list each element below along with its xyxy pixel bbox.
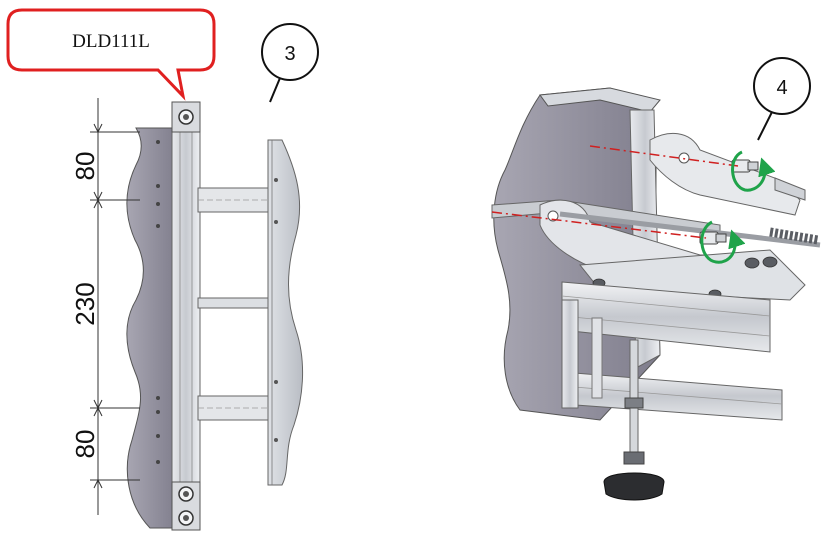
right-plate	[267, 139, 303, 486]
rotate-clockwise-icon	[731, 150, 776, 192]
left-panel	[126, 127, 179, 529]
middle-rod	[197, 297, 273, 309]
bolt-upper	[731, 159, 759, 173]
left-front-view	[126, 101, 303, 531]
model-callout-label: DLD111L	[72, 31, 150, 52]
step-4-number: 4	[776, 77, 787, 99]
dimension-label-top: 80	[70, 152, 100, 181]
bolt-lower	[699, 231, 727, 245]
step-3-number: 3	[284, 43, 295, 65]
right-perspective-view	[491, 87, 821, 501]
left-rail	[171, 101, 201, 531]
model-callout: DLD111L	[6, 8, 216, 101]
step-4-marker: 4	[753, 57, 811, 141]
dimension-label-middle: 230	[70, 282, 100, 325]
axis-line-lower	[491, 211, 707, 239]
step-3-marker: 3	[261, 23, 319, 103]
upper-arm-bracket	[649, 132, 801, 216]
rotate-clockwise-icon	[700, 220, 746, 264]
axis-line-upper	[589, 145, 739, 167]
dimension-label-bottom: 80	[70, 430, 100, 459]
dimension-lines	[90, 98, 140, 515]
leveling-foot-base	[603, 472, 665, 501]
